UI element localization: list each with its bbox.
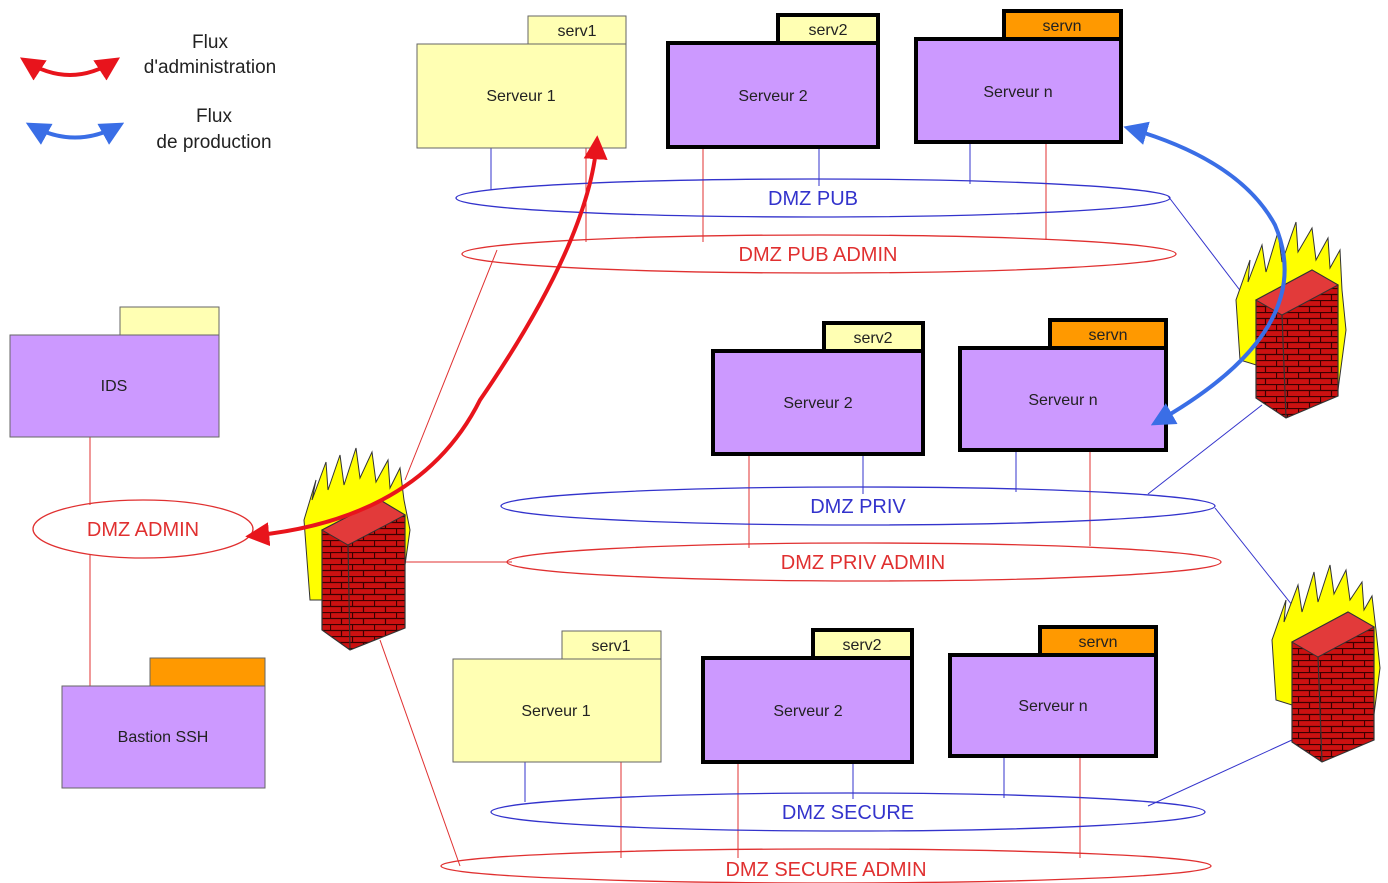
priv-server-n: servn Serveur n — [958, 318, 1168, 452]
secure-server-n-tab: servn — [1078, 634, 1117, 651]
priv-server-2-tab: serv2 — [853, 330, 892, 347]
priv-server-2: serv2 Serveur 2 — [711, 321, 925, 456]
dmz-admin-label: DMZ ADMIN — [87, 519, 199, 541]
dmz-secure-label: DMZ SECURE — [782, 802, 914, 824]
dmz-priv-label: DMZ PRIV — [810, 496, 906, 518]
secure-server-n: servn Serveur n — [948, 625, 1158, 758]
pub-server-2: serv2 Serveur 2 — [666, 13, 880, 149]
ids-label: IDS — [101, 378, 128, 395]
firewall-priv-secure-icon — [1271, 564, 1381, 763]
pub-server-1-tab: serv1 — [557, 23, 596, 40]
dmz-priv-admin-label: DMZ PRIV ADMIN — [781, 552, 945, 574]
prod-flow-legend-arrow — [25, 122, 125, 145]
firewall-admin-icon — [303, 447, 411, 651]
prod-flow-arrow — [1123, 121, 1287, 426]
pub-server-1: serv1 Serveur 1 — [416, 15, 627, 149]
pub-server-n-tab: servn — [1042, 18, 1081, 35]
dmz-labels: DMZ PUB DMZ PUB ADMIN DMZ PRIV DMZ PRIV … — [87, 188, 945, 881]
secure-server-2-label: Serveur 2 — [773, 703, 842, 720]
pub-server-n: servn Serveur n — [914, 9, 1123, 144]
admin-flow-legend-arrow — [19, 57, 121, 81]
secure-server-n-label: Serveur n — [1018, 698, 1087, 715]
priv-server-n-tab: servn — [1088, 327, 1127, 344]
dmz-priv-admin-ring — [506, 542, 1222, 582]
legend-prod-line2: de production — [156, 132, 271, 153]
pub-server-1-label: Serveur 1 — [486, 88, 555, 105]
ids-node: IDS — [9, 306, 220, 438]
priv-server-2-label: Serveur 2 — [783, 395, 852, 412]
pub-server-n-label: Serveur n — [983, 84, 1052, 101]
dmz-secure-ring — [490, 792, 1206, 832]
dmz-secure-admin-ring — [440, 848, 1212, 883]
pub-server-2-label: Serveur 2 — [738, 88, 807, 105]
legend-prod-line1: Flux — [196, 106, 232, 127]
dmz-pub-label: DMZ PUB — [768, 188, 858, 210]
bastion-ssh-label: Bastion SSH — [118, 729, 209, 746]
secure-server-1-tab: serv1 — [591, 638, 630, 655]
secure-server-2: serv2 Serveur 2 — [701, 628, 914, 764]
secure-server-1: serv1 Serveur 1 — [452, 630, 662, 763]
admin-flow-arrow — [245, 135, 608, 547]
firewall-pub-priv-icon — [1235, 221, 1347, 419]
legend-admin-line2: d'administration — [144, 57, 276, 78]
secure-server-2-tab: serv2 — [842, 637, 881, 654]
dmz-secure-admin-label: DMZ SECURE ADMIN — [725, 859, 926, 881]
bastion-ssh-node: Bastion SSH — [61, 657, 266, 789]
secure-server-1-label: Serveur 1 — [521, 703, 590, 720]
legend: Flux d'administration Flux de production — [19, 32, 276, 153]
dmz-pub-admin-label: DMZ PUB ADMIN — [739, 244, 898, 266]
legend-admin-line1: Flux — [192, 32, 228, 53]
pub-server-2-tab: serv2 — [808, 22, 847, 39]
priv-server-n-label: Serveur n — [1028, 392, 1097, 409]
